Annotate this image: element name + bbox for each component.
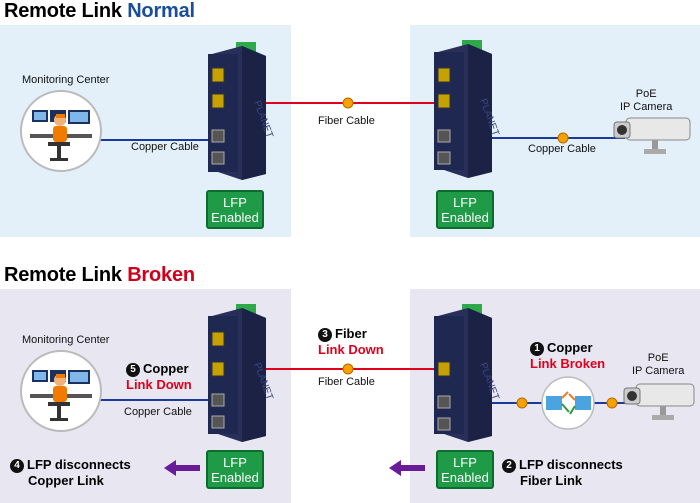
bottom-heading: Remote Link Broken xyxy=(4,264,195,287)
purple-arrow-icon xyxy=(164,460,200,476)
camera-label-line2: IP Camera xyxy=(620,101,673,113)
top-fiber-connector xyxy=(342,97,354,109)
ip-camera-icon xyxy=(613,117,691,154)
step1-line1: Copper xyxy=(547,340,593,355)
lfp-line1: LFP xyxy=(223,455,247,470)
top-monitoring-label: Monitoring Center xyxy=(22,74,110,86)
top-fiber-label: Fiber Cable xyxy=(318,115,375,127)
lfp-line1: LFP xyxy=(223,195,247,210)
lfp-line1: LFP xyxy=(453,195,477,210)
media-converter-icon: PLANET xyxy=(434,40,501,178)
step2-line1: LFP disconnects xyxy=(519,457,623,472)
step3-number: 3 xyxy=(318,328,332,342)
bottom-heading-state: Broken xyxy=(127,264,195,286)
top-heading: Remote Link Normal xyxy=(4,0,195,23)
step1-line2: Link Broken xyxy=(530,356,606,371)
step2-line2: Fiber Link xyxy=(520,473,583,488)
top-copper-connector xyxy=(557,132,569,144)
top-heading-state: Normal xyxy=(127,0,195,22)
bottom-fiber-label: Fiber Cable xyxy=(318,376,375,388)
ip-camera-icon xyxy=(623,383,695,420)
bottom-copper-connector-b xyxy=(606,397,618,409)
monitoring-center-icon xyxy=(20,90,102,172)
lfp-line2: Enabled xyxy=(441,210,489,225)
step5-number: 5 xyxy=(126,363,140,377)
top-heading-prefix: Remote Link xyxy=(4,0,128,22)
purple-arrow-icon xyxy=(389,460,425,476)
step5-line2: Link Down xyxy=(126,377,192,392)
bottom-copper-connector-a xyxy=(516,397,528,409)
media-converter-icon: PLANET xyxy=(208,304,275,442)
step1-number: 1 xyxy=(530,342,544,356)
top-copper-right-label: Copper Cable xyxy=(528,143,596,155)
top-camera-label: PoE IP Camera xyxy=(620,88,672,114)
bottom-lfp-right-badge: LFP Enabled xyxy=(436,450,494,489)
bottom-lfp-left-badge: LFP Enabled xyxy=(206,450,264,489)
bottom-fiber-connector xyxy=(342,363,354,375)
step3-line2: Link Down xyxy=(318,342,384,357)
top-lfp-left-badge: LFP Enabled xyxy=(206,190,264,229)
bottom-monitoring-label: Monitoring Center xyxy=(22,334,110,346)
step4-line2: Copper Link xyxy=(28,473,104,488)
top-copper-left-label: Copper Cable xyxy=(131,141,199,153)
lfp-line2: Enabled xyxy=(211,470,259,485)
media-converter-icon: PLANET xyxy=(434,304,501,442)
cable-break-icon xyxy=(541,376,595,430)
camera-label-line1: PoE xyxy=(647,352,669,364)
bottom-camera-label: PoE IP Camera xyxy=(632,352,684,378)
step5-line1: Copper xyxy=(143,361,189,376)
top-lfp-right-badge: LFP Enabled xyxy=(436,190,494,229)
bottom-heading-prefix: Remote Link xyxy=(4,264,128,286)
lfp-line2: Enabled xyxy=(441,470,489,485)
step4-line1: LFP disconnects xyxy=(27,457,131,472)
monitoring-center-icon xyxy=(20,350,102,432)
bottom-copper-left-label: Copper Cable xyxy=(124,406,192,418)
step2-number: 2 xyxy=(502,459,516,473)
step4-number: 4 xyxy=(10,459,24,473)
lfp-line2: Enabled xyxy=(211,210,259,225)
camera-label-line2: IP Camera xyxy=(632,365,685,377)
camera-label-line1: PoE xyxy=(635,88,657,100)
media-converter-icon: PLANET xyxy=(208,42,275,180)
step3-line1: Fiber xyxy=(335,326,367,341)
lfp-line1: LFP xyxy=(453,455,477,470)
